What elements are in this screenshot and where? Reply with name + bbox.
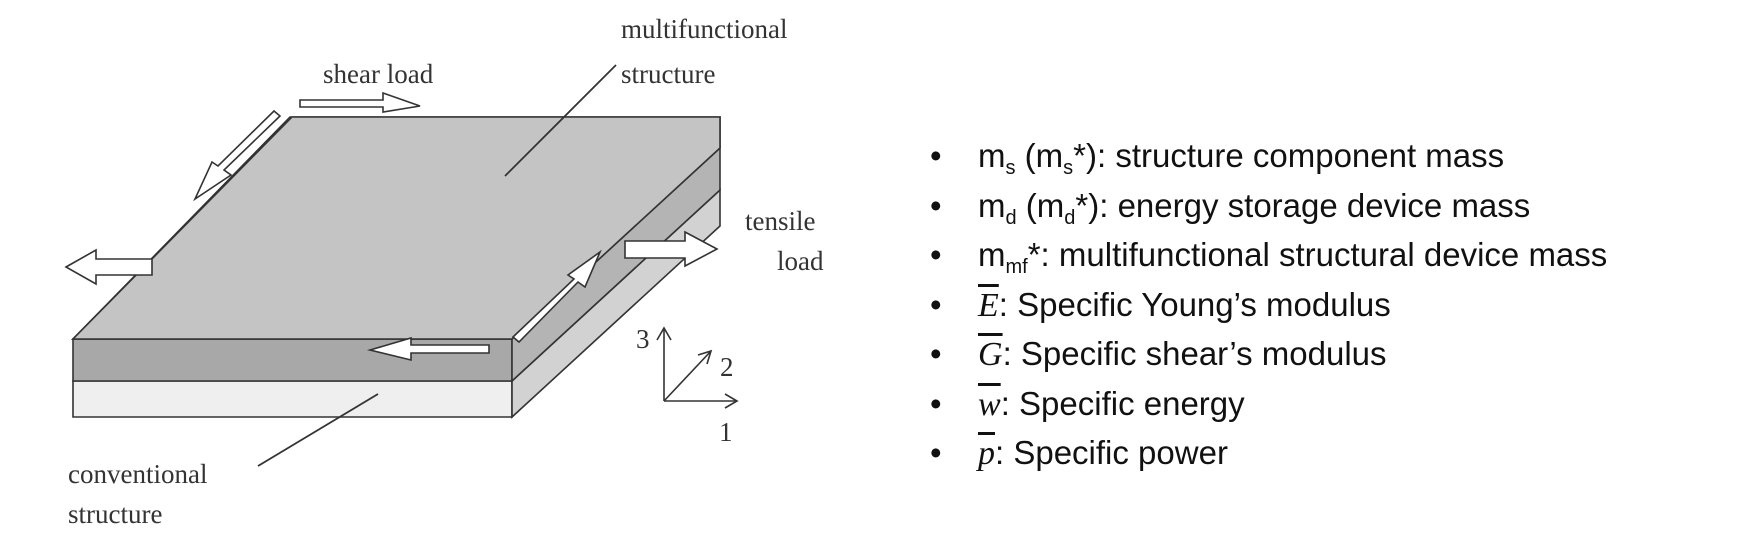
definition: : Specific Young’s modulus [998,285,1391,323]
bullet: • [930,186,942,224]
math-symbol: p [978,435,995,472]
bullet: • [930,335,942,372]
axis-3-label: 3 [636,324,650,354]
variable-definitions-list: •ms (ms*): structure component mass •md … [920,131,1607,478]
multifunctional-leader-line [504,64,617,177]
subscript: d [1005,206,1017,229]
symbol: m [978,137,1006,174]
conventional-label-line2: structure [68,499,162,529]
symbol-open: (m [1015,137,1064,174]
symbol: m [978,186,1006,224]
list-item: •ms (ms*): structure component mass [920,131,1607,181]
definition: : Specific energy [1000,384,1245,422]
list-item: • mmf*: multifunctional structural device… [920,230,1607,280]
subscript: mf [1005,256,1028,278]
shear-load-label: shear load [323,59,434,89]
definition: *): energy storage device mass [1075,186,1531,224]
shear-arrow-right-icon [511,249,602,344]
definition: : Specific power [995,434,1228,471]
symbol: m [978,236,1006,273]
multifunctional-label-line2: structure [621,59,715,89]
subscript: d [1064,206,1076,229]
conventional-leader-line [257,393,379,467]
bullet: • [930,236,942,273]
multifunctional-label-line1: multifunctional [621,14,787,44]
definition: *): structure component mass [1073,137,1505,174]
subscript: s [1005,157,1016,179]
axis-1-label: 1 [719,417,733,447]
definition: : Specific shear’s modulus [1002,335,1387,372]
list-item: • G: Specific shear’s modulus [920,329,1607,379]
shear-arrow-left-icon [193,109,282,202]
conventional-layer-front [72,380,513,418]
shear-arrow-front-icon [366,336,490,362]
axis-2-label: 2 [720,352,734,382]
tensile-arrow-right-icon [624,230,719,268]
list-item: • p: Specific power [920,428,1607,478]
math-symbol: G [978,336,1003,373]
list-item: • E: Specific Young’s modulus [920,280,1607,330]
subscript: s [1063,157,1074,179]
tensile-label-line1: tensile [745,206,815,236]
bullet: • [930,384,942,422]
plate-top-face-fill [71,116,721,340]
tensile-label-line2: load [777,246,824,276]
tensile-arrow-left-icon [64,248,153,286]
math-symbol: E [978,286,999,324]
bullet: • [930,434,942,471]
bullet: • [930,285,942,323]
symbol-open: (m [1016,186,1065,224]
composite-plate-diagram: multifunctional structure shear load ten… [64,14,824,529]
shear-arrow-top-icon [299,91,421,113]
list-item: •md (md*): energy storage device mass [920,181,1607,231]
conventional-label-line1: conventional [68,459,207,489]
axes-triad [656,326,739,409]
list-item: • w: Specific energy [920,379,1607,429]
bullet: • [930,137,942,174]
definition: *: multifunctional structural device mas… [1027,236,1608,273]
math-symbol: w [978,385,1001,423]
